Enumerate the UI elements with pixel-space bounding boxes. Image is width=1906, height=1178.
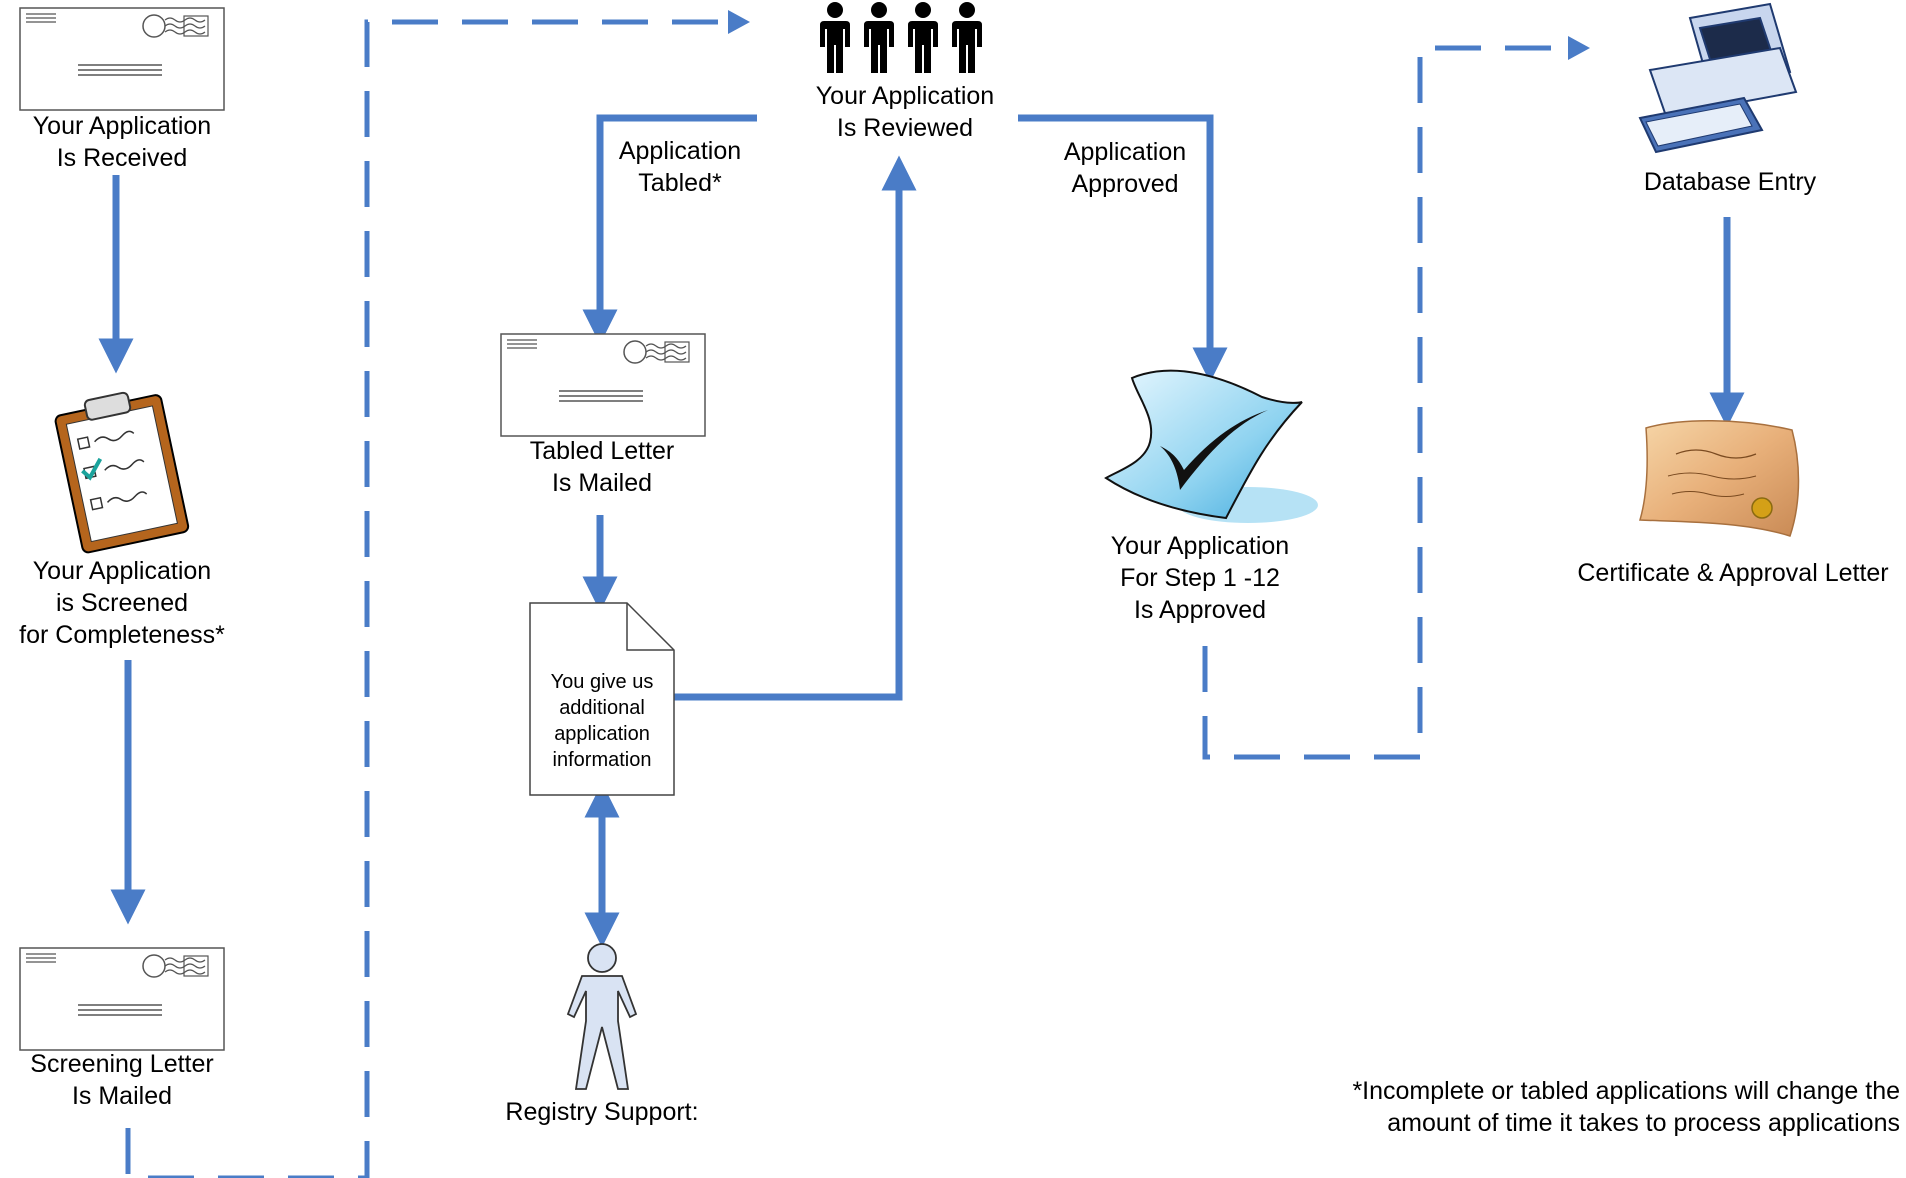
arrow-document-to-reviewed — [674, 155, 917, 701]
certificate-icon — [1639, 419, 1800, 537]
document-icon — [529, 602, 675, 796]
person-icon — [566, 943, 638, 1090]
envelope-icon — [19, 947, 225, 1051]
dashed-letter-to-reviewed — [125, 19, 730, 1178]
dashed-arrowhead-1 — [728, 10, 750, 34]
people-group-icon — [820, 2, 982, 73]
dashed-connectors — [125, 19, 1570, 1178]
envelope-icon — [500, 333, 706, 437]
arrow-reviewed-to-tabled — [582, 114, 757, 345]
envelope-icon — [19, 7, 225, 111]
label-database-entry: Database Entry — [1643, 168, 1817, 196]
clipboard-checklist-icon — [54, 391, 190, 554]
arrow-reviewed-to-approved — [1018, 114, 1228, 383]
footnote: *Incomplete or tabled applications will … — [1352, 1077, 1900, 1137]
solid-arrows — [98, 114, 1745, 948]
computer-icon — [1638, 2, 1798, 154]
dashed-arrowhead-2 — [1568, 36, 1590, 60]
dashed-approved-to-database — [1202, 45, 1570, 760]
label-registry-support: Registry Support: — [505, 1098, 699, 1126]
label-certificate-approval: Certificate & Approval Letter — [1577, 559, 1889, 587]
checkmark-icon — [1104, 369, 1318, 523]
